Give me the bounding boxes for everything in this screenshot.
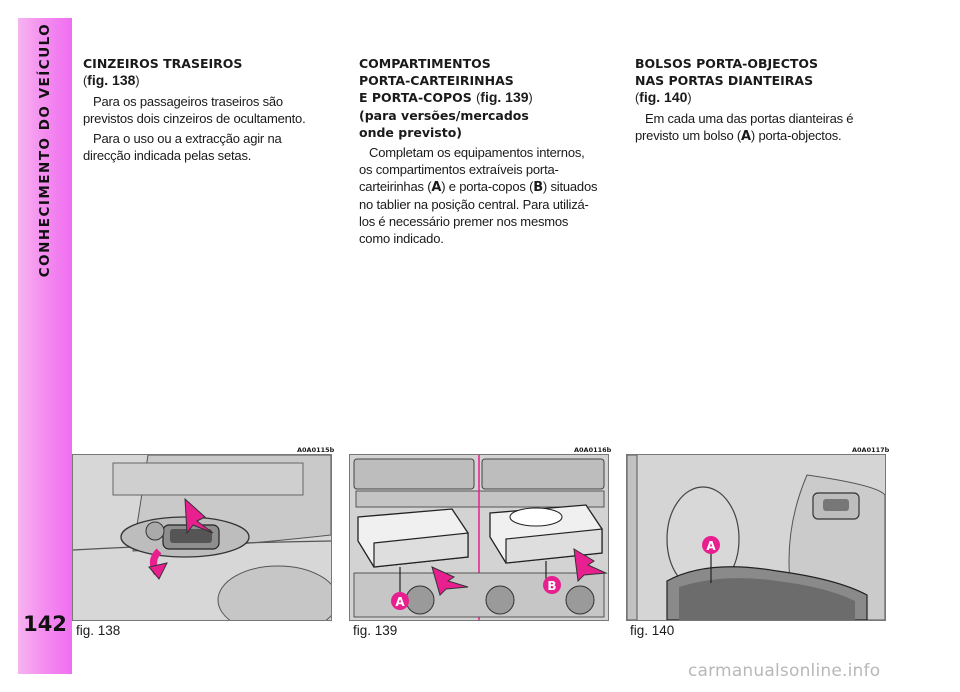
section-rear-ashtrays: CINZEIROS TRASEIROS (fig. 138) Para os p… bbox=[83, 55, 323, 164]
figure-caption: fig. 138 bbox=[76, 623, 121, 638]
page-number: 142 bbox=[23, 612, 67, 636]
watermark-text: carmanualsonline.info bbox=[688, 661, 881, 681]
figure-code: A0A0116b bbox=[574, 446, 612, 454]
body-paragraph: Para os passageiros traseiros são previs… bbox=[83, 94, 306, 126]
section-side-title: CONHECIMENTO DO VEÍCULO bbox=[37, 22, 53, 278]
section-heading: BOLSOS PORTA-OBJECTOS NAS PORTAS DIANTEI… bbox=[635, 56, 819, 105]
body-paragraph: Em cada uma das portas dianteiras é prev… bbox=[635, 111, 854, 144]
figure-138-rear-ashtray-illustration bbox=[72, 454, 332, 621]
figure-reference: fig. 138 bbox=[87, 72, 136, 88]
body-paragraph: Completam os equipamentos internos, os c… bbox=[359, 145, 598, 246]
section-door-pockets: BOLSOS PORTA-OBJECTOS NAS PORTAS DIANTEI… bbox=[635, 55, 875, 145]
section-subtitle: onde previsto) bbox=[359, 125, 463, 140]
callout-label-a: A bbox=[706, 539, 716, 553]
figure-139-compartments-illustration: A B bbox=[349, 454, 609, 621]
callout-label-b: B bbox=[547, 579, 556, 593]
section-heading: COMPARTIMENTOS PORTA-CARTEIRINHAS E PORT… bbox=[359, 55, 599, 141]
figure-caption: fig. 139 bbox=[353, 623, 398, 638]
section-storage-compartments: COMPARTIMENTOS PORTA-CARTEIRINHAS E PORT… bbox=[359, 55, 599, 247]
figure-reference: fig. 140 bbox=[639, 89, 688, 105]
figure-code: A0A0115b bbox=[297, 446, 335, 454]
figure-reference: fig. 139 bbox=[480, 89, 529, 105]
side-color-strip bbox=[18, 18, 72, 674]
section-heading: CINZEIROS TRASEIROS (fig. 138) bbox=[83, 56, 243, 88]
body-paragraph: Para o uso ou a extracção agir na direcç… bbox=[83, 131, 282, 163]
figure-140-door-pocket-illustration: A bbox=[626, 454, 886, 621]
figure-caption: fig. 140 bbox=[630, 623, 675, 638]
figure-code: A0A0117b bbox=[852, 446, 890, 454]
callout-label-a: A bbox=[395, 595, 405, 609]
section-subtitle: (para versões/mercados bbox=[359, 108, 529, 123]
